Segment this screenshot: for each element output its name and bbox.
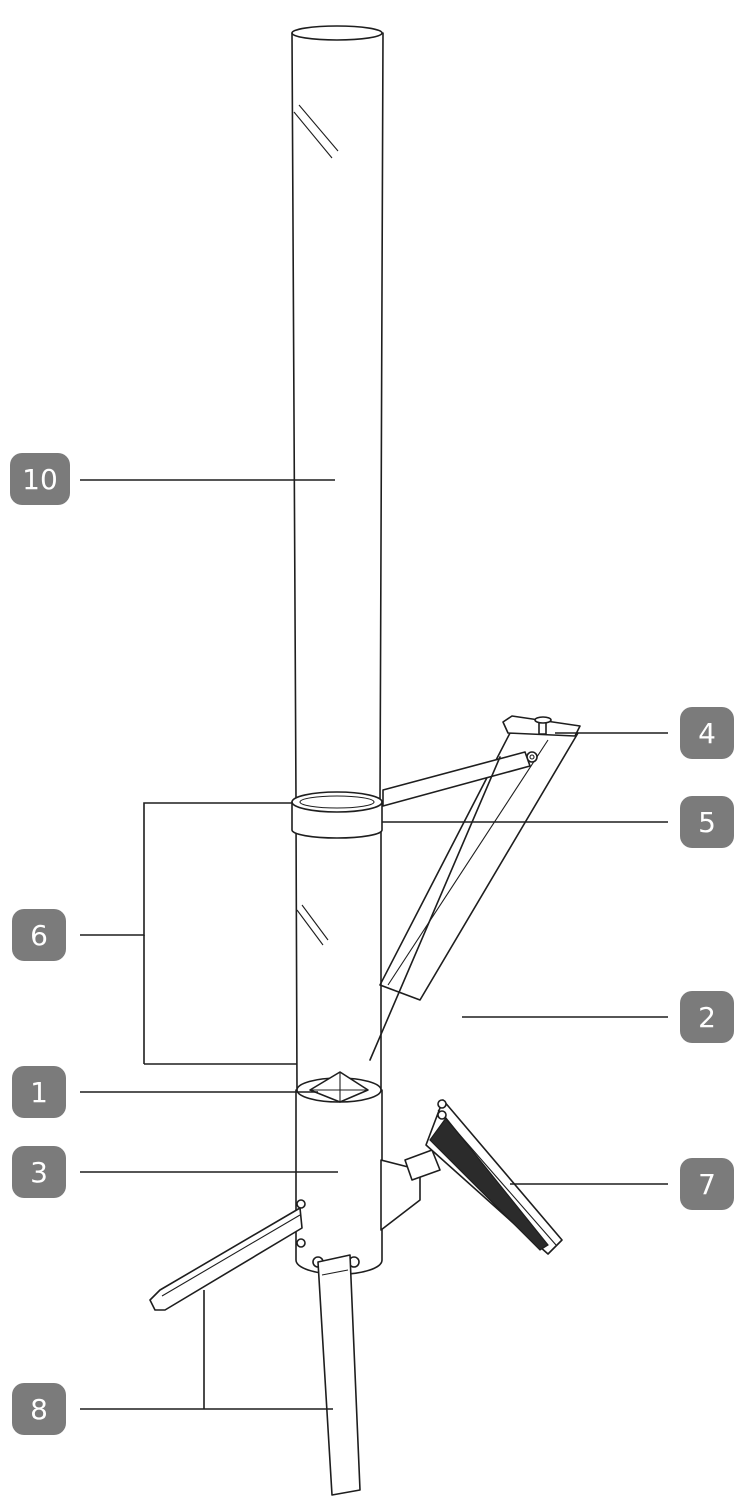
svg-text:1: 1 (30, 1076, 48, 1109)
svg-text:6: 6 (30, 919, 48, 952)
leader-6a (80, 802, 293, 936)
left-leg (149, 1207, 303, 1311)
rear-leg (425, 1099, 563, 1255)
badge-7: 7 (680, 1158, 734, 1210)
badge-5: 5 (680, 796, 734, 848)
upper-tube (291, 25, 384, 801)
badge-8: 8 (12, 1383, 66, 1435)
badge-6: 6 (12, 909, 66, 961)
svg-text:7: 7 (698, 1168, 716, 1201)
svg-text:5: 5 (698, 806, 716, 839)
rear-bracket (380, 1149, 441, 1231)
badge-10: 10 (10, 453, 70, 505)
badge-1: 1 (12, 1066, 66, 1118)
collar-ring (291, 791, 383, 839)
badge-2: 2 (680, 991, 734, 1043)
svg-text:8: 8 (30, 1393, 48, 1426)
badge-3: 3 (12, 1146, 66, 1198)
svg-text:3: 3 (30, 1156, 48, 1189)
diagonal-arm (369, 715, 581, 1061)
svg-text:4: 4 (698, 717, 716, 750)
svg-text:10: 10 (22, 463, 58, 496)
leader-lines (80, 479, 668, 1410)
badge-4: 4 (680, 707, 734, 759)
cone-ring (295, 1071, 383, 1276)
front-leg (317, 1254, 361, 1496)
lower-tube (295, 815, 382, 1091)
svg-text:2: 2 (698, 1001, 716, 1034)
